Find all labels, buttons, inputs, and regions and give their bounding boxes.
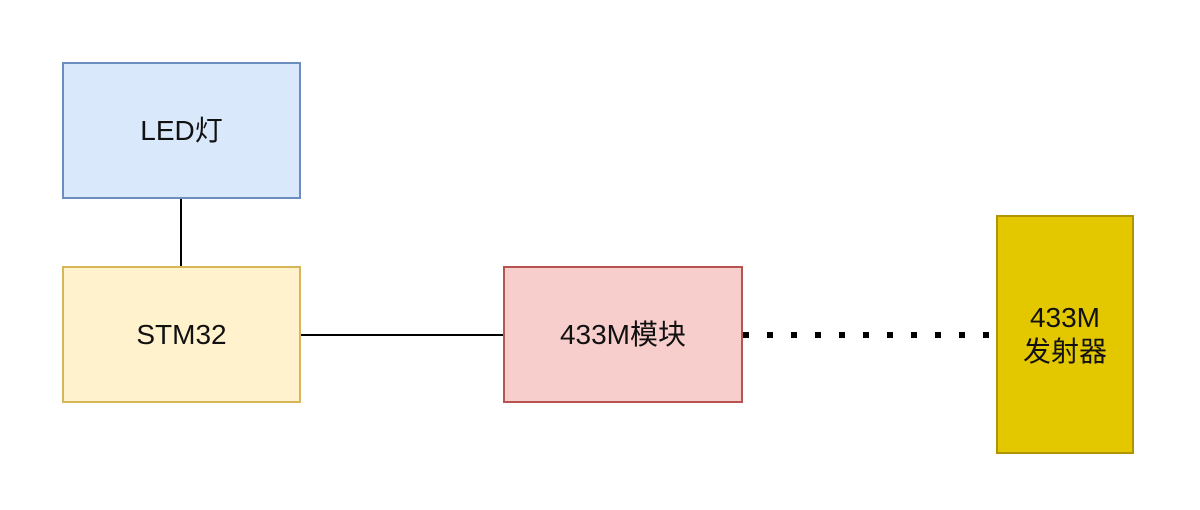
node-led-light[interactable]: LED灯 bbox=[62, 62, 301, 199]
node-433m-module-label: 433M模块 bbox=[559, 318, 687, 350]
node-433m-transmitter-label: 433M 发射器 bbox=[1022, 301, 1107, 367]
node-433m-transmitter[interactable]: 433M 发射器 bbox=[996, 215, 1134, 454]
node-stm32[interactable]: STM32 bbox=[62, 266, 301, 403]
node-led-light-label: LED灯 bbox=[140, 114, 223, 146]
node-stm32-label: STM32 bbox=[136, 318, 227, 350]
node-433m-module[interactable]: 433M模块 bbox=[503, 266, 743, 403]
